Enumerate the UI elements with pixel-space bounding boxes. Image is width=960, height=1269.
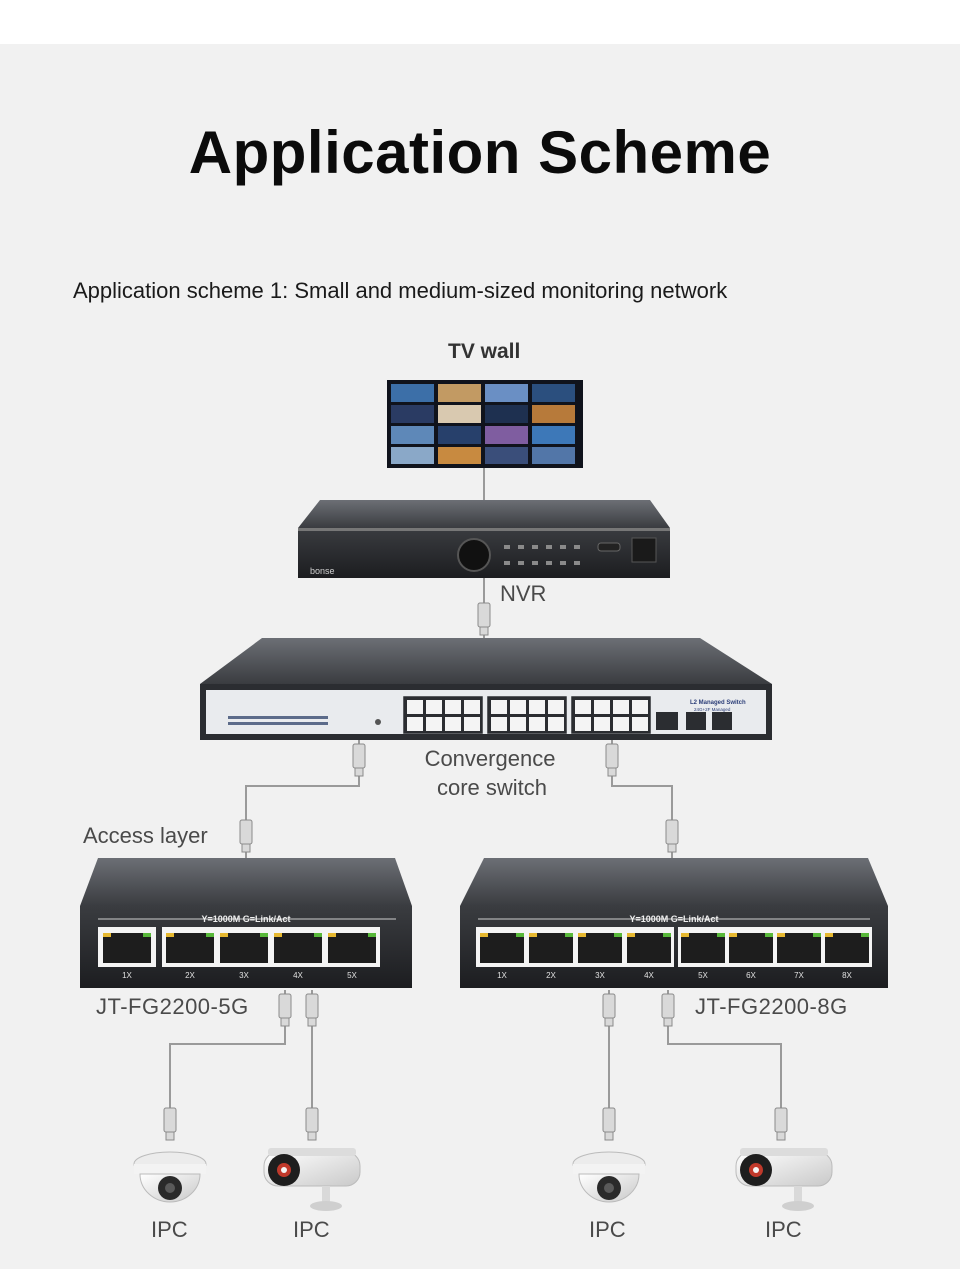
rj45-connector-icon — [602, 993, 616, 1027]
port-label: 1X — [122, 971, 132, 980]
ipc-label: IPC — [589, 1217, 626, 1242]
rj45-connector-icon — [163, 1107, 177, 1141]
nvr-device: bonse — [298, 500, 670, 578]
rj45-connector-icon — [661, 993, 675, 1027]
switch-5g-device: Y=1000M G=Link/Act 1X 2X 3X 4X 5X — [80, 858, 412, 988]
switch-5g-model-label: JT-FG2200-5G — [96, 994, 249, 1019]
rj45-connectors — [163, 602, 788, 1141]
core-switch-badge-sub: 24G+2F Managed — [694, 707, 731, 712]
rj45-connector-icon — [305, 1107, 319, 1141]
port-label: 1X — [497, 971, 507, 980]
nvr-label: NVR — [500, 581, 547, 606]
port-label: 4X — [293, 971, 303, 980]
rj45-connector-icon — [665, 819, 679, 853]
rj45-connector-icon — [477, 602, 491, 636]
port-label: 2X — [546, 971, 556, 980]
port-label: 5X — [698, 971, 708, 980]
switch-8g-model-label: JT-FG2200-8G — [695, 994, 848, 1019]
cable-core-to-5g — [245, 740, 360, 858]
port-label: 6X — [746, 971, 756, 980]
dome-camera-icon — [133, 1151, 207, 1203]
tv-wall-image — [387, 380, 583, 468]
rj45-connector-icon — [278, 993, 292, 1027]
bullet-camera-icon — [263, 1148, 361, 1211]
rj45-connector-icon — [239, 819, 253, 853]
core-switch-badge: L2 Managed Switch — [690, 700, 746, 706]
cable-core-to-8g — [611, 740, 673, 858]
port-label: 5X — [347, 971, 357, 980]
port-label: 4X — [644, 971, 654, 980]
port-label: 7X — [794, 971, 804, 980]
switch-8g-led-legend: Y=1000M G=Link/Act — [629, 914, 718, 924]
tv-wall-label: TV wall — [448, 340, 521, 363]
scheme-subtitle: Application scheme 1: Small and medium-s… — [73, 278, 728, 303]
bullet-camera-icon — [735, 1148, 833, 1211]
port-label: 3X — [239, 971, 249, 980]
access-layer-label: Access layer — [83, 823, 208, 848]
core-switch-label-line1: Convergence — [424, 746, 556, 771]
rj45-connector-icon — [605, 743, 619, 777]
jog-dial-icon — [457, 538, 491, 572]
rj45-connector-icon — [305, 993, 319, 1027]
core-switch-device: L2 Managed Switch 24G+2F Managed — [200, 638, 772, 740]
port-label: 8X — [842, 971, 852, 980]
dome-camera-icon — [572, 1151, 646, 1203]
core-switch-label-line2: core switch — [436, 775, 548, 800]
ipc-label: IPC — [151, 1217, 188, 1242]
rj45-connector-icon — [352, 743, 366, 777]
ipc-label: IPC — [293, 1217, 330, 1242]
port-label: 2X — [185, 971, 195, 980]
switch-5g-led-legend: Y=1000M G=Link/Act — [201, 914, 290, 924]
ipc-label: IPC — [765, 1217, 802, 1242]
port-label: 3X — [595, 971, 605, 980]
switch-8g-device: Y=1000M G=Link/Act 1X 2X 3X 4X 5X 6X 7X … — [460, 858, 888, 988]
rj45-connector-icon — [602, 1107, 616, 1141]
rj45-connector-icon — [774, 1107, 788, 1141]
nvr-brand-label: bonse — [310, 566, 335, 576]
page-title: Application Scheme — [188, 119, 772, 186]
